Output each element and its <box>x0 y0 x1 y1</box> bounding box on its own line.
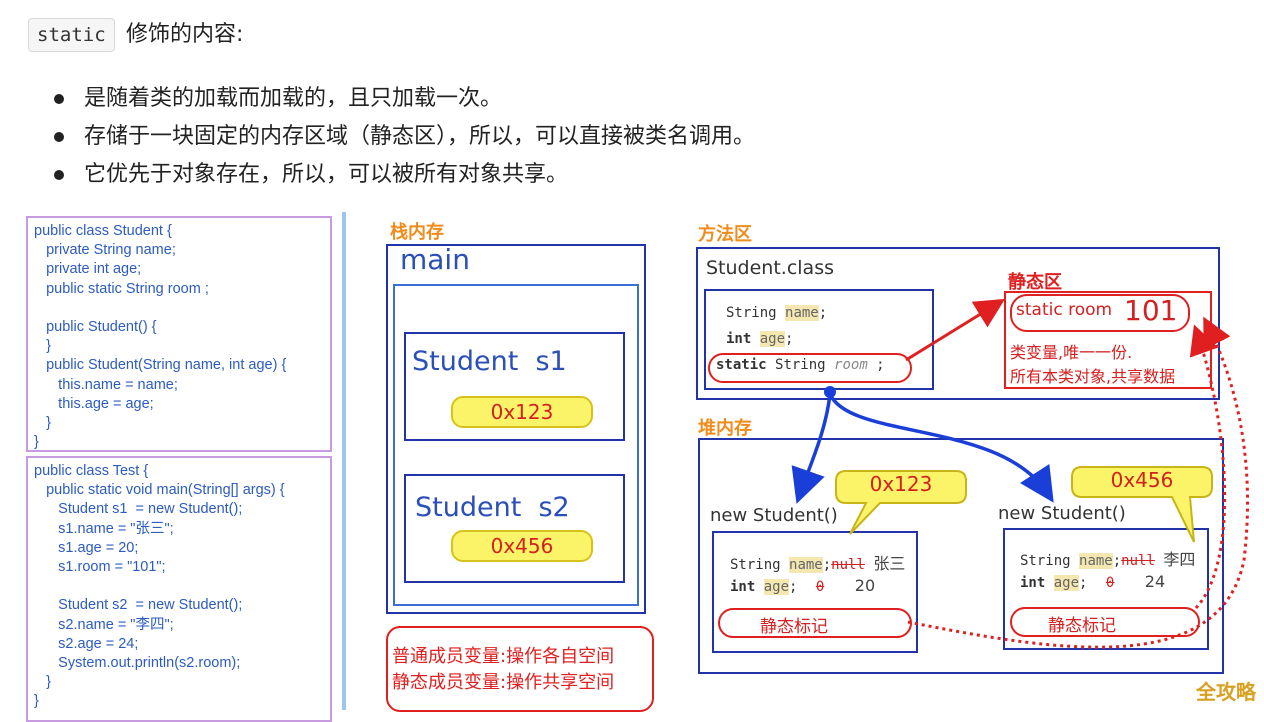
callout2-address: 0x456 <box>1110 468 1174 492</box>
static-area-title: 静态区 <box>1008 272 1062 293</box>
bullet-dot <box>54 170 64 180</box>
heap-obj2-old-name: null <box>1121 553 1155 569</box>
heap-obj1-age-value: 20 <box>854 576 876 595</box>
callout1-address: 0x123 <box>869 472 933 496</box>
field-age-row: int age; <box>726 331 794 347</box>
heap-obj2-age-row: int age; 0 24 <box>1020 572 1166 591</box>
field-static-type: String <box>775 357 826 373</box>
main-frame-label: main <box>400 243 470 276</box>
bullet-item: 它优先于对象存在，所以，可以被所有对象共享。 <box>52 156 755 194</box>
heap-obj1-name-value: 张三 <box>873 554 906 573</box>
heap-obj2-name-value: 李四 <box>1163 550 1196 569</box>
heap-obj2-age-field: age <box>1053 575 1080 591</box>
static-desc-2: 所有本类对象,共享数据 <box>1010 367 1176 386</box>
heap-obj1-name-row: String name;null 张三 <box>730 554 906 573</box>
divider-line <box>342 212 346 710</box>
field-static-keyword: static <box>716 357 767 373</box>
s1-address-badge: 0x123 <box>451 396 593 428</box>
heap-obj1-old-name: null <box>831 557 865 573</box>
static-desc-1: 类变量,唯一一份. <box>1010 343 1133 362</box>
heap-obj1-label: new Student() <box>710 505 838 526</box>
s2-variable-label: Student s2 <box>415 492 570 523</box>
heap-obj1-static-mark: 静态标记 <box>760 617 828 637</box>
heap-obj1-age-field: age <box>763 579 790 595</box>
heap-obj1-old-age: 0 <box>815 579 825 595</box>
bullet-dot <box>54 132 64 142</box>
bullet-dot <box>54 94 64 104</box>
field-name-row: String name; <box>726 305 828 321</box>
static-room-label: static room <box>1016 300 1113 320</box>
bullet-text: 它优先于对象存在，所以，可以被所有对象共享。 <box>84 162 569 187</box>
heap-obj2-label: new Student() <box>998 503 1126 524</box>
student-class-code-text: public class Student { private String na… <box>34 223 287 451</box>
heap-obj2-old-age: 0 <box>1105 575 1115 591</box>
field-static-row: static String room ; <box>716 357 885 373</box>
bullet-list: 是随着类的加载而加载的，且只加载一次。 存储于一块固定的内存区域（静态区），所以… <box>52 80 755 194</box>
field-name: name <box>785 305 819 321</box>
heap-obj2-static-mark: 静态标记 <box>1048 616 1116 636</box>
heap-obj2-name-field: name <box>1079 553 1113 569</box>
heap-obj1-name-field: name <box>789 557 823 573</box>
static-code-label: static <box>28 18 115 52</box>
bullet-text: 是随着类的加载而加载的，且只加载一次。 <box>84 86 503 111</box>
field-age-type: int <box>726 331 752 347</box>
bullet-item: 存储于一块固定的内存区域（静态区），所以，可以直接被类名调用。 <box>52 118 755 156</box>
bullet-text: 存储于一块固定的内存区域（静态区），所以，可以直接被类名调用。 <box>84 124 756 149</box>
s2-variable-box <box>404 474 625 583</box>
heap-obj1-age-type: int <box>730 579 756 595</box>
test-class-code-text: public class Test { public static void m… <box>34 463 285 710</box>
intro-heading: 修饰的内容: <box>126 22 244 47</box>
test-class-code: public class Test { public static void m… <box>26 456 332 722</box>
heap-obj2-name-row: String name;null 李四 <box>1020 550 1196 569</box>
s1-variable-label: Student s1 <box>412 346 567 377</box>
stack-title: 栈内存 <box>390 222 444 243</box>
student-class-label: Student.class <box>706 257 834 279</box>
field-age: age <box>759 331 786 347</box>
static-room-value: 101 <box>1124 294 1178 327</box>
note-static-variable: 静态成员变量:操作共享空间 <box>392 672 615 693</box>
student-class-code: public class Student { private String na… <box>26 216 332 452</box>
bullet-item: 是随着类的加载而加载的，且只加载一次。 <box>52 80 755 118</box>
field-name-type: String <box>726 305 777 321</box>
heap-obj2-age-value: 24 <box>1144 572 1166 591</box>
s2-address-badge: 0x456 <box>451 530 593 562</box>
static-field-pill <box>708 353 912 383</box>
method-area-title: 方法区 <box>698 224 752 245</box>
field-static-name: room <box>834 357 868 373</box>
heap-obj2-name-type: String <box>1020 553 1071 569</box>
heap-obj2-age-type: int <box>1020 575 1046 591</box>
heap-obj1-name-type: String <box>730 557 781 573</box>
heap-obj1-age-row: int age; 0 20 <box>730 576 876 595</box>
heap-title: 堆内存 <box>698 418 752 439</box>
site-watermark: 全攻略 <box>1196 680 1256 704</box>
note-instance-variable: 普通成员变量:操作各自空间 <box>392 646 615 667</box>
